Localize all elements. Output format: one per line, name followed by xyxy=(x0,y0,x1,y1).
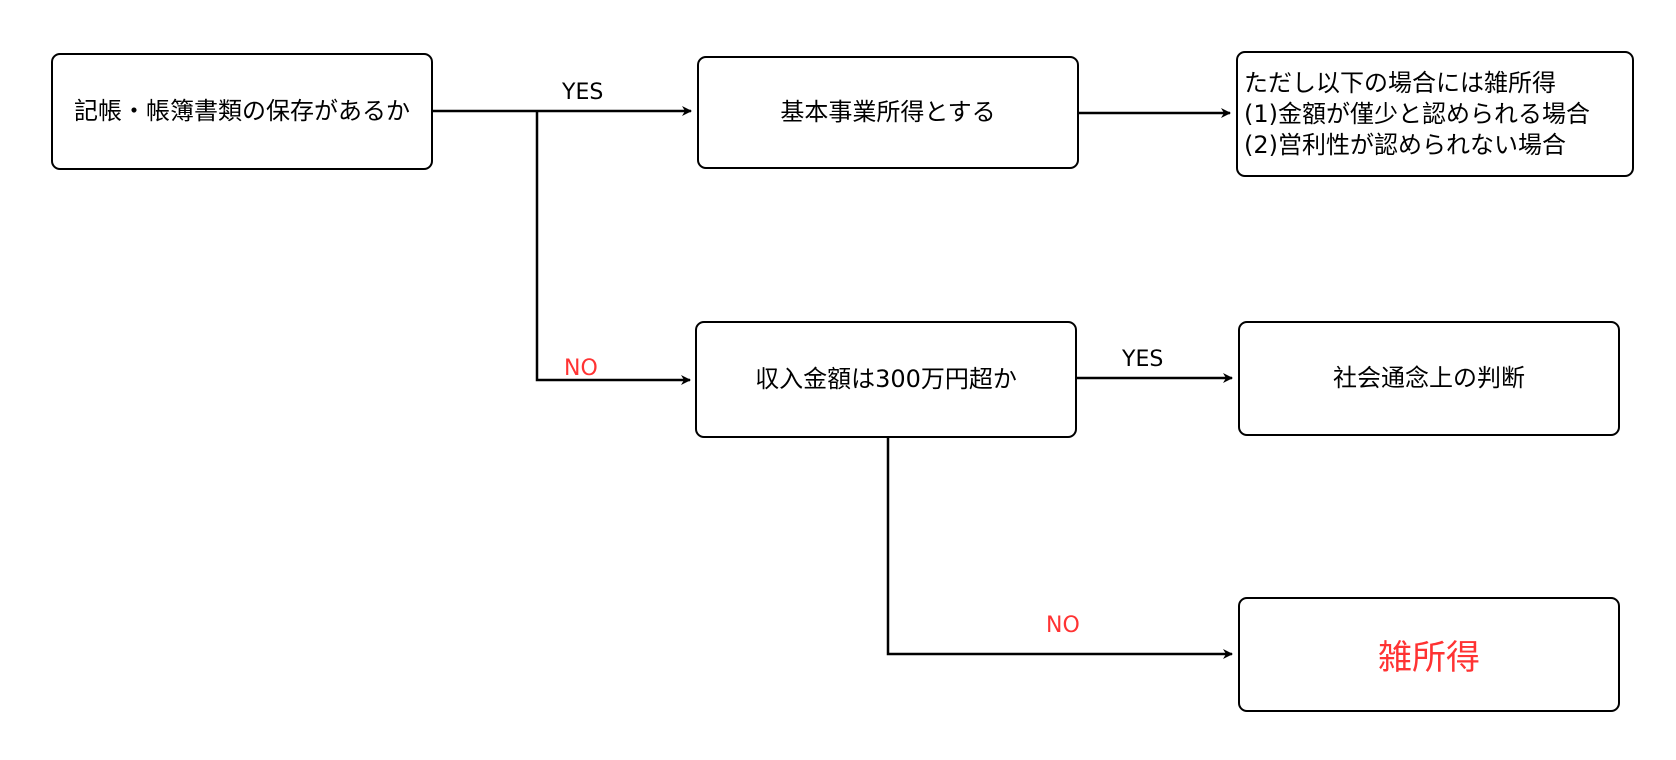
result-miscellaneous-income-label: 雑所得 xyxy=(1378,638,1480,678)
edge-q2-no xyxy=(886,437,1233,659)
result-business-income-label: 基本事業所得とする xyxy=(780,98,996,127)
decision-revenue-threshold: 収入金額は300万円超か xyxy=(695,321,1077,438)
decision-bookkeeping: 記帳・帳簿書類の保存があるか xyxy=(51,53,433,170)
result-common-sense-judgement: 社会通念上の判断 xyxy=(1238,321,1620,436)
edge-q1-no xyxy=(535,111,691,385)
result-business-income: 基本事業所得とする xyxy=(697,56,1079,169)
decision-bookkeeping-label: 記帳・帳簿書類の保存があるか xyxy=(74,97,410,126)
exception-note-line-2: (1)金額が僅少と認められる場合 xyxy=(1244,99,1590,128)
edge-label-q1-yes: YES xyxy=(562,80,604,105)
result-miscellaneous-income: 雑所得 xyxy=(1238,597,1620,712)
result-common-sense-judgement-label: 社会通念上の判断 xyxy=(1333,364,1525,393)
exception-note-line-1: ただし以下の場合には雑所得 xyxy=(1244,68,1556,97)
decision-revenue-threshold-label: 収入金額は300万円超か xyxy=(755,365,1017,394)
exception-note: ただし以下の場合には雑所得 (1)金額が僅少と認められる場合 (2)営利性が認め… xyxy=(1236,51,1634,177)
edge-label-q1-no: NO xyxy=(564,356,598,381)
edge-label-q2-no: NO xyxy=(1046,613,1080,638)
edge-label-q2-yes: YES xyxy=(1122,347,1164,372)
exception-note-line-3: (2)営利性が認められない場合 xyxy=(1244,130,1566,159)
